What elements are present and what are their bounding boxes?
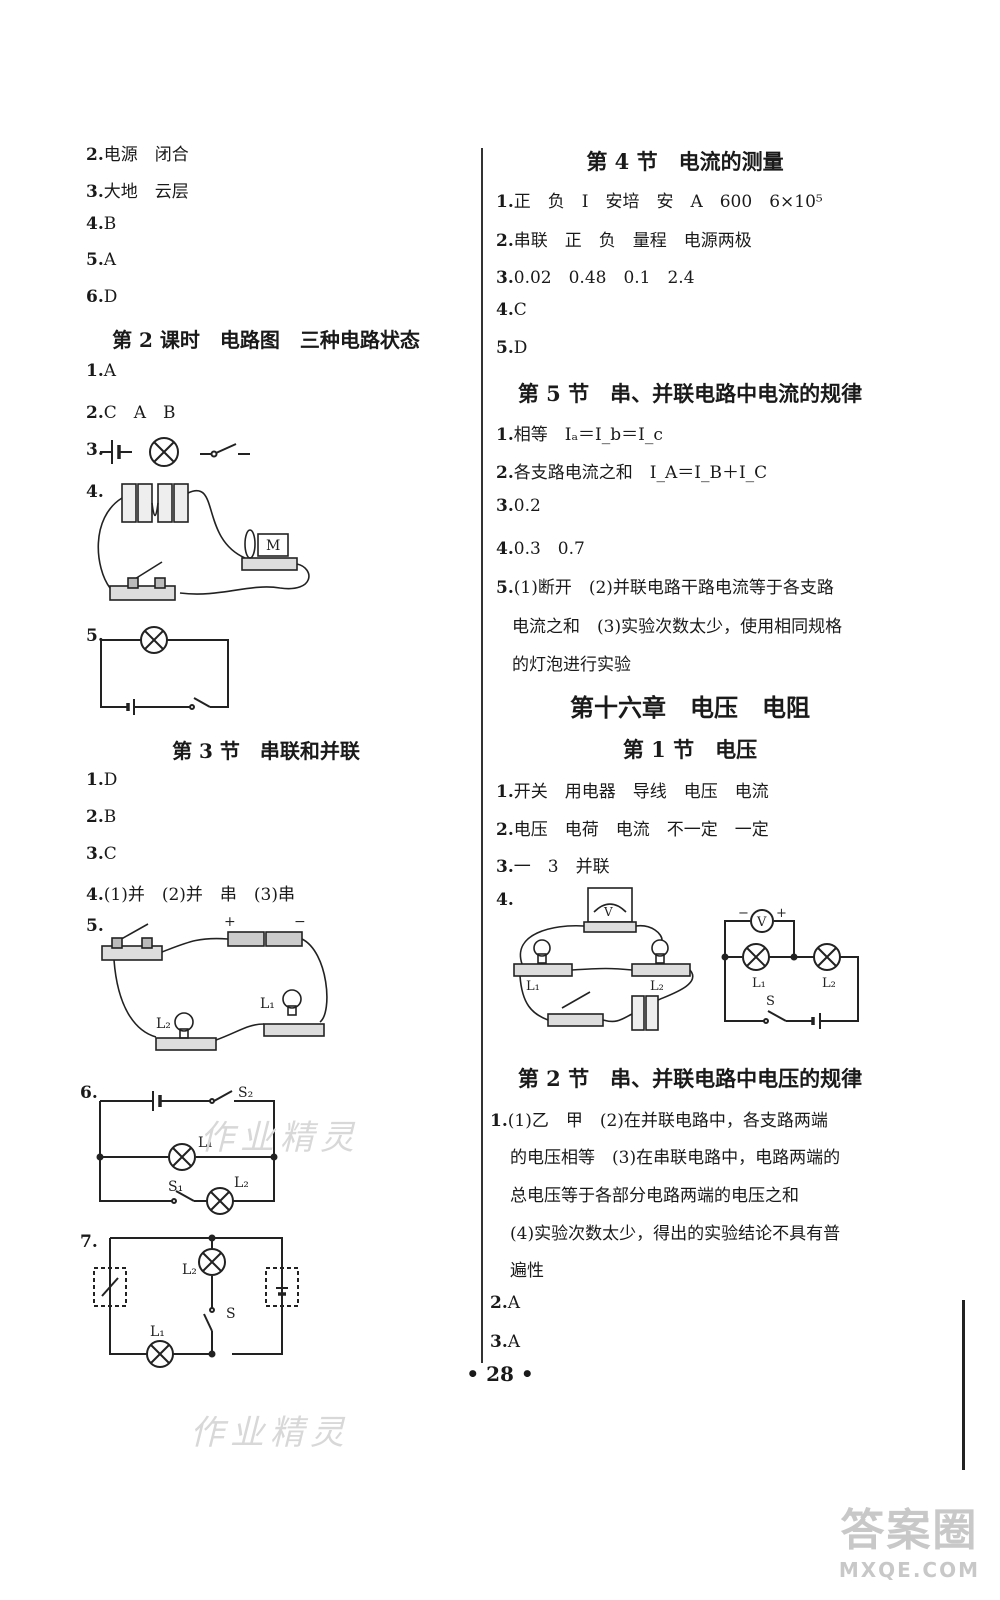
answer-line: 4.(1)并 (2)并 串 (3)串 <box>86 885 295 905</box>
lamp-label-l1: L₁ <box>752 976 766 991</box>
series-lamp-circuit-diagram <box>100 626 229 715</box>
site-logo: 答案圈 MXQE.COM <box>838 1505 980 1582</box>
answer-line: 2.电源 闭合 <box>86 145 189 165</box>
lamp-label-l1: L₁ <box>260 996 275 1012</box>
watermark: 作业精灵 <box>190 1413 350 1453</box>
section-heading: 第 3 节 串联和并联 <box>172 739 360 763</box>
section-heading: 第 2 节 串、并联电路中电压的规律 <box>517 1066 863 1091</box>
voltmeter-physical-diagram: V L₁ L₂ <box>513 887 694 1031</box>
voltmeter-plus-label: + <box>776 906 787 921</box>
answer-line: 3.0.02 0.48 0.1 2.4 <box>496 268 695 288</box>
answer-line: 1.A <box>86 361 117 381</box>
lamp-label-l1: L₁ <box>198 1135 213 1151</box>
parallel-circuit-diagram-7: L₂ L₁ S <box>93 1234 299 1368</box>
switch-label-s1: S₁ <box>168 1179 183 1195</box>
answer-line: 2.串联 正 负 量程 电源两极 <box>496 231 752 251</box>
chapter-heading: 第十六章 电压 电阻 <box>570 693 810 722</box>
answer-line: 6. <box>80 1083 98 1103</box>
page-number: • 28 • <box>466 1362 534 1386</box>
answer-line: 4. <box>86 482 104 502</box>
voltmeter-label: V <box>756 915 767 930</box>
answer-line: 1.正 负 I 安培 安 A 600 6×10⁵ <box>496 192 823 212</box>
section-heading: 第 2 课时 电路图 三种电路状态 <box>112 328 420 352</box>
lamp-label-l2: L₂ <box>822 976 836 991</box>
motor-circuit-diagram: M <box>97 483 310 601</box>
answer-line: 1.(1)乙 甲 (2)在并联电路中，各支路两端 <box>490 1111 828 1131</box>
lamp-label-l1: L₁ <box>526 979 540 994</box>
answer-line: 5.D <box>496 338 528 358</box>
physical-circuit-diagram: L₁ L₂ + − <box>101 914 328 1051</box>
answer-line: 1.相等 Iₐ＝I_b＝I_c <box>496 425 663 445</box>
answer-line: 5. <box>86 626 104 646</box>
column-divider <box>481 148 483 1363</box>
voltmeter-schematic-diagram: V − + L₁ L₂ S <box>721 906 859 1029</box>
answer-line: 2.C A B <box>86 403 176 423</box>
answer-line: 3.C <box>86 844 117 864</box>
lamp-label-l2: L₂ <box>234 1175 249 1191</box>
circuit-symbols-diagram <box>100 437 250 467</box>
answer-line: 遍性 <box>510 1261 544 1281</box>
section-heading: 第 5 节 串、并联电路中电流的规律 <box>517 381 863 406</box>
answer-line: 5.A <box>86 250 117 270</box>
answer-line: 3.大地 云层 <box>86 182 189 202</box>
answer-line: 7. <box>80 1232 98 1252</box>
answer-line: 5.(1)断开 (2)并联电路干路电流等于各支路 <box>496 578 834 598</box>
answer-line: 总电压等于各部分电路两端的电压之和 <box>510 1186 799 1206</box>
section-heading: 第 1 节 电压 <box>622 737 758 762</box>
lamp-label-l2: L₂ <box>156 1016 171 1032</box>
voltmeter-minus-label: − <box>738 906 749 921</box>
page-edge-mark <box>962 1300 965 1470</box>
switch-label-s: S <box>226 1306 236 1322</box>
answer-line: 3. <box>86 440 104 460</box>
switch-label-s: S <box>766 994 775 1009</box>
answer-line: 的电压相等 (3)在串联电路中，电路两端的 <box>510 1148 841 1168</box>
lamp-label-l2: L₂ <box>182 1262 197 1278</box>
answer-line: 3.一 3 并联 <box>496 857 610 877</box>
answer-line: 6.D <box>86 287 118 307</box>
answer-line: 1.开关 用电器 导线 电压 电流 <box>496 782 769 802</box>
answer-line: 4.C <box>496 300 527 320</box>
lamp-label-l2: L₂ <box>650 979 664 994</box>
motor-label: M <box>266 538 280 554</box>
answer-line: 2.各支路电流之和 I_A＝I_B＋I_C <box>496 463 768 483</box>
answer-line: 4. <box>496 890 514 910</box>
battery-plus-label: + <box>224 914 236 930</box>
answer-line: 2.B <box>86 807 117 827</box>
parallel-circuit-diagram-6: S₂ L₁ S₁ L₂ <box>96 1085 278 1215</box>
answer-line: 电流之和 (3)实验次数太少，使用相同规格 <box>512 617 843 637</box>
answer-line: 2.电压 电荷 电流 不一定 一定 <box>496 820 769 840</box>
lamp-label-l1: L₁ <box>150 1324 165 1340</box>
answer-line: 5. <box>86 916 104 936</box>
answer-line: 4.B <box>86 214 117 234</box>
switch-label-s2: S₂ <box>238 1085 253 1101</box>
answer-line: 4.0.3 0.7 <box>496 539 585 559</box>
watermark: 作业精灵 <box>200 1118 360 1158</box>
answer-line: 3.0.2 <box>496 496 541 516</box>
answer-line: 的灯泡进行实验 <box>512 655 631 675</box>
answer-line: (4)实验次数太少，得出的实验结论不具有普 <box>510 1224 841 1244</box>
answer-line: 3.A <box>490 1332 521 1352</box>
answer-line: 2.A <box>490 1293 521 1313</box>
section-heading: 第 4 节 电流的测量 <box>586 149 784 174</box>
voltmeter-label: V <box>603 905 613 919</box>
battery-minus-label: − <box>294 914 306 930</box>
answer-line: 1.D <box>86 770 118 790</box>
